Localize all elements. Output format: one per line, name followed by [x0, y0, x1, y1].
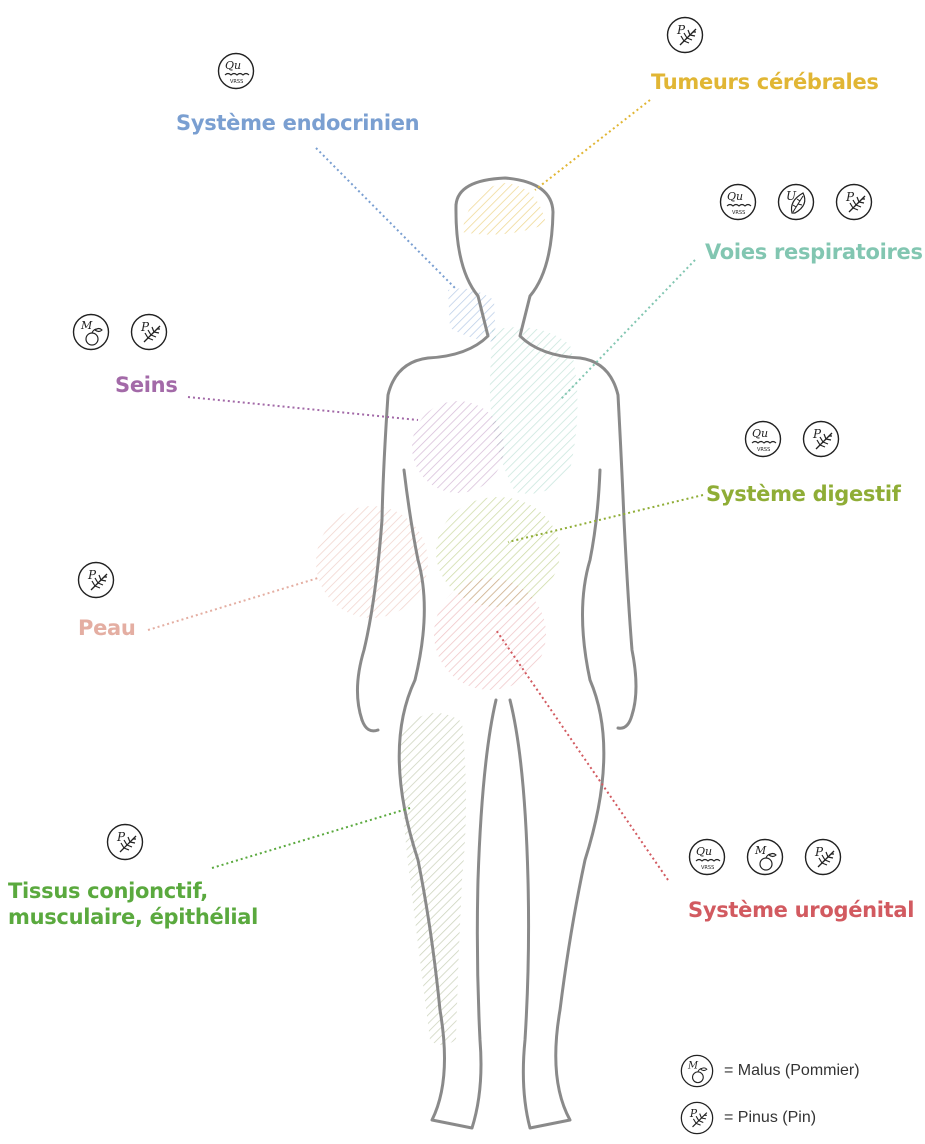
- region-fills: [316, 183, 578, 1045]
- leader-peau: [148, 578, 318, 630]
- legend-item-pinus: P = Pinus (Pin): [680, 1101, 816, 1135]
- leader-respiratoire: [560, 260, 695, 400]
- svg-text:M: M: [754, 844, 767, 857]
- svg-text:Qu: Qu: [752, 427, 768, 440]
- label-urogenital: Système urogénital: [688, 898, 914, 923]
- region-tumeurs: [462, 183, 546, 235]
- region-tissus: [400, 713, 466, 1045]
- label-tumeurs: Tumeurs cérébrales: [651, 70, 879, 95]
- region-respiratoire: [490, 327, 578, 494]
- label-endocrine: Système endocrinien: [176, 111, 419, 136]
- label-seins: Seins: [115, 373, 178, 398]
- pinus-icon: P: [804, 838, 842, 876]
- leader-tumeurs: [535, 100, 650, 190]
- svg-text:P: P: [689, 1107, 698, 1120]
- malus-icon: M: [680, 1054, 714, 1088]
- label-respiratoire: Voies respiratoires: [705, 240, 923, 265]
- svg-text:M: M: [80, 319, 93, 332]
- label-tissus-line1: Tissus conjonctif,: [8, 878, 258, 904]
- label-tissus: Tissus conjonctif, musculaire, épithélia…: [8, 878, 258, 931]
- pinus-icon: P: [666, 16, 704, 54]
- legend-text: = Malus (Pommier): [724, 1062, 860, 1080]
- legend-item-malus: M = Malus (Pommier): [680, 1054, 860, 1088]
- svg-text:VRSS: VRSS: [757, 447, 770, 453]
- label-peau: Peau: [78, 616, 136, 641]
- pinus-icon: P: [77, 561, 115, 599]
- svg-text:VRSS: VRSS: [732, 210, 745, 216]
- svg-text:VRSS: VRSS: [701, 865, 714, 871]
- svg-text:M: M: [687, 1060, 699, 1071]
- ulmus-icon: U: [777, 183, 815, 221]
- leader-seins: [188, 397, 418, 420]
- legend-text: = Pinus (Pin): [724, 1109, 816, 1127]
- region-seins: [412, 401, 504, 493]
- pinus-icon: P: [130, 313, 168, 351]
- pinus-icon: P: [680, 1101, 714, 1135]
- label-tissus-line2: musculaire, épithélial: [8, 904, 258, 930]
- region-urogenital: [434, 578, 546, 690]
- leader-tissus: [212, 808, 410, 868]
- malus-icon: M: [746, 838, 784, 876]
- svg-text:Qu: Qu: [225, 59, 241, 72]
- pinus-icon: P: [835, 183, 873, 221]
- pinus-icon: P: [106, 823, 144, 861]
- svg-text:Qu: Qu: [727, 190, 743, 203]
- svg-text:U: U: [786, 189, 797, 203]
- leader-endocrine: [316, 148, 455, 288]
- malus-icon: M: [72, 313, 110, 351]
- pinus-icon: P: [802, 420, 840, 458]
- svg-text:Qu: Qu: [696, 845, 712, 858]
- label-digestif: Système digestif: [706, 482, 901, 507]
- svg-text:VRSS: VRSS: [230, 79, 243, 85]
